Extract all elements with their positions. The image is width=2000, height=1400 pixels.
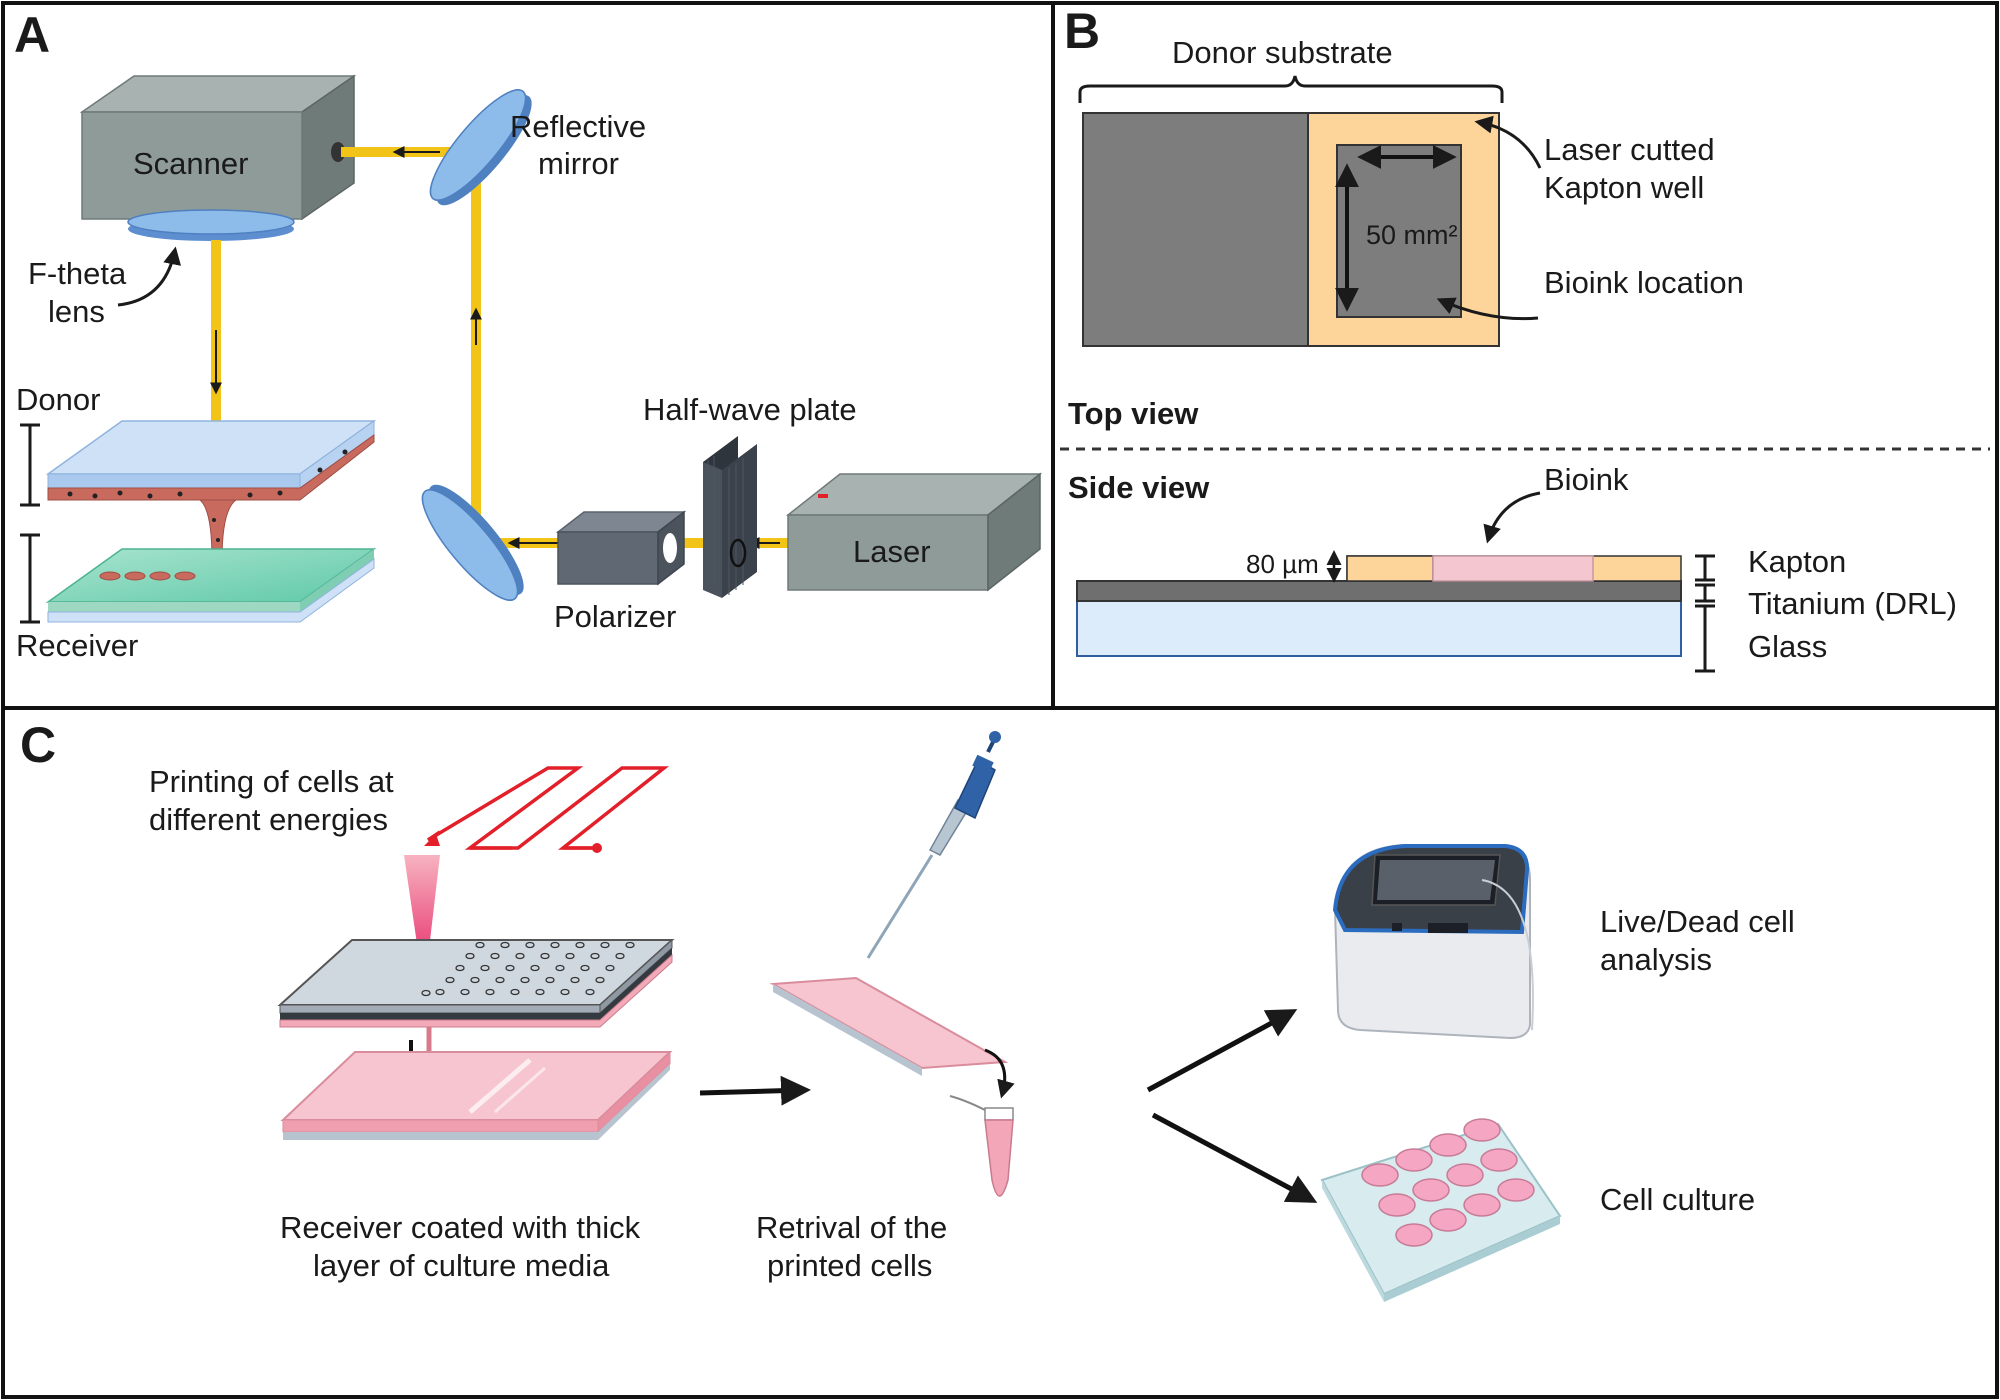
well-dimension-arrows <box>1335 145 1457 312</box>
receiver-coated-label-line2: layer of culture media <box>313 1248 610 1283</box>
layer-brackets <box>1695 554 1715 673</box>
well-plate-icon <box>1320 1118 1562 1302</box>
scan-pattern <box>427 766 670 850</box>
receiver-slide <box>45 548 377 623</box>
cell-culture-label: Cell culture <box>1600 1182 1755 1217</box>
ftheta-lens-label-line2: lens <box>48 294 105 329</box>
scanner-device <box>79 74 357 241</box>
half-wave-plate <box>703 436 757 598</box>
receiver-plate <box>280 1050 673 1140</box>
scanner-label: Scanner <box>133 146 248 181</box>
donor-label: Donor <box>16 382 100 417</box>
reflective-mirror-top <box>429 89 532 206</box>
panel-label-c: C <box>20 717 56 773</box>
laser-cone <box>404 855 440 992</box>
top-view-label: Top view <box>1068 396 1199 431</box>
donor-slide <box>45 420 377 561</box>
side-view-label: Side view <box>1068 470 1210 505</box>
donor-plate <box>277 938 675 1028</box>
donor-substrate-brace <box>1078 75 1504 103</box>
laser-label: Laser <box>853 534 931 569</box>
panel-label-b: B <box>1064 3 1100 59</box>
pipette-icon <box>866 731 1001 959</box>
ftheta-lens-label-line1: F-theta <box>28 256 127 291</box>
kapton-well-pointer <box>1474 115 1542 169</box>
kapton-well-label-line2: Kapton well <box>1544 170 1704 205</box>
retrieval-label-line2: printed cells <box>767 1248 932 1283</box>
flow-arrow-to-culture <box>1151 1112 1318 1203</box>
kapton-layer-label: Kapton <box>1748 544 1846 579</box>
panel-c: C Printing of cells at different energie… <box>20 717 1795 1302</box>
receiver-bracket <box>20 533 40 624</box>
flow-arrow-to-analysis <box>1146 1009 1298 1093</box>
polarizer-label: Polarizer <box>554 599 676 634</box>
donor-bracket <box>20 423 40 507</box>
bioink-pointer <box>1483 491 1541 544</box>
microtube-icon <box>949 1095 1014 1197</box>
bioink-location-pointer <box>1436 297 1539 321</box>
panel-a: A Scanner <box>14 7 1043 663</box>
kapton-thickness-label: 80 µm <box>1246 549 1319 579</box>
polarizer-device <box>555 510 687 586</box>
receiver-label: Receiver <box>16 628 138 663</box>
retrieval-slide <box>769 976 1015 1099</box>
printing-label-line2: different energies <box>149 802 388 837</box>
beam-direction-arrows <box>210 146 780 549</box>
reflective-mirror-label-line1: Reflective <box>510 109 646 144</box>
bioink-label: Bioink <box>1544 462 1629 497</box>
retrieval-label-line1: Retrival of the <box>756 1210 947 1245</box>
reflective-mirror-label-line2: mirror <box>538 146 619 181</box>
live-dead-label-line2: analysis <box>1600 942 1712 977</box>
cell-counter-device-icon <box>1332 844 1534 1040</box>
laser-device <box>785 472 1043 592</box>
reflective-mirror-bottom <box>421 484 524 601</box>
panel-label-a: A <box>14 7 50 63</box>
well-area-label: 50 mm² <box>1366 220 1458 250</box>
half-wave-plate-label: Half-wave plate <box>643 392 857 427</box>
kapton-well-label-line1: Laser cutted <box>1544 132 1715 167</box>
bioink-location-label: Bioink location <box>1544 265 1744 300</box>
printing-label-line1: Printing of cells at <box>149 764 394 799</box>
live-dead-label-line1: Live/Dead cell <box>1600 904 1795 939</box>
panel-b: B Donor substrate 50 mm² Laser cutted Ka… <box>1060 3 1990 673</box>
side-view-layers <box>1076 555 1682 657</box>
receiver-coated-label-line1: Receiver coated with thick <box>280 1210 641 1245</box>
glass-layer-label: Glass <box>1748 629 1827 664</box>
titanium-layer-label: Titanium (DRL) <box>1748 586 1957 621</box>
ftheta-pointer-arrow <box>117 246 181 307</box>
donor-substrate-label: Donor substrate <box>1172 35 1393 70</box>
flow-arrow-to-retrieval <box>699 1075 811 1106</box>
